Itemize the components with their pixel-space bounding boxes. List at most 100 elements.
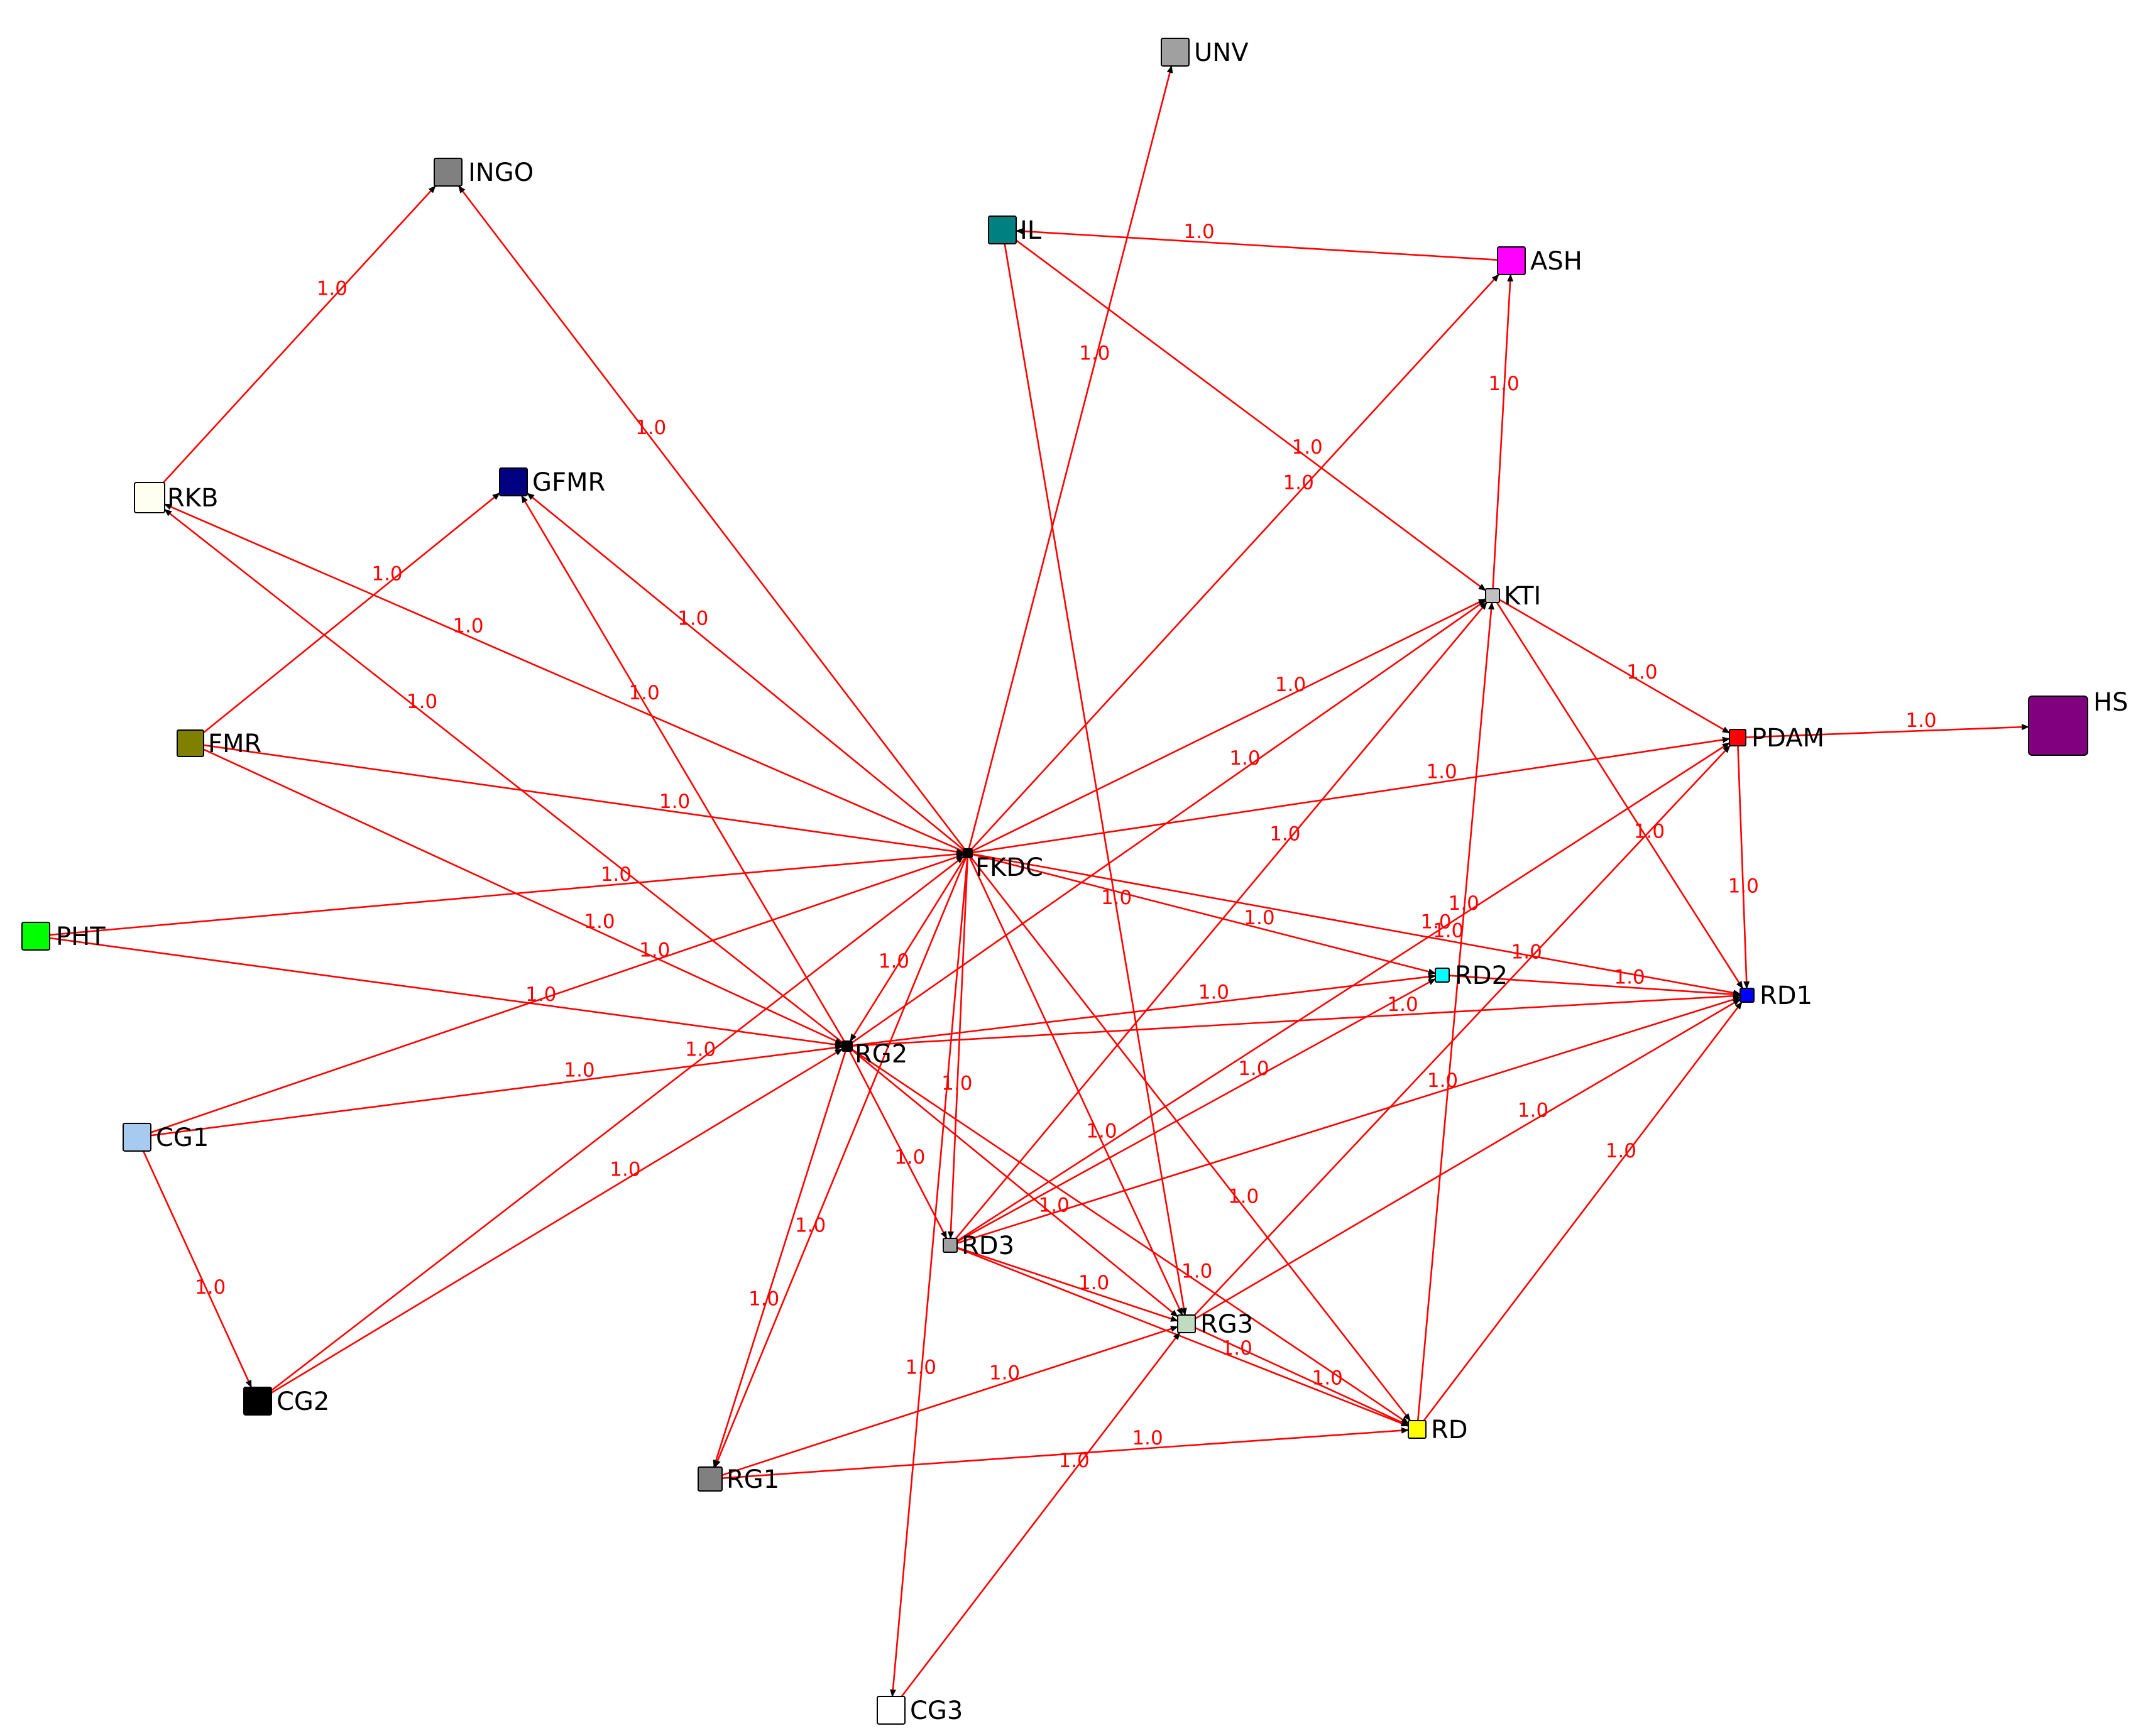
node-box-pht[interactable] [21,922,50,951]
edge-weight-label: 1.0 [584,910,615,933]
edge-weight-label: 1.0 [1132,1427,1163,1449]
node-box-gfmr[interactable] [499,467,528,496]
node-rg2[interactable]: RG2 [841,1040,907,1069]
edge-weight-label: 1.0 [1078,1272,1109,1294]
node-rd1[interactable]: RD1 [1739,981,1812,1010]
edge-weight-label: 1.0 [1283,471,1314,494]
edge-weight-label: 1.0 [1387,993,1418,1016]
node-box-hs[interactable] [2028,696,2088,756]
node-label-rg1: RG1 [726,1465,779,1494]
node-label-rd: RD [1431,1416,1468,1444]
edge-weight-label: 1.0 [1058,1449,1089,1472]
node-rd[interactable]: RD [1408,1416,1468,1444]
node-cg3[interactable]: CG3 [877,1696,963,1725]
node-box-pdam[interactable] [1729,729,1746,746]
edge-fkdc-to-pdam [972,736,1730,854]
node-label-rd2: RD2 [1455,961,1508,990]
node-fkdc[interactable]: FKDC [963,848,1043,882]
node-label-pht: PHT [56,922,106,951]
node-cg1[interactable]: CG1 [123,1123,209,1152]
node-box-il[interactable] [988,216,1017,244]
node-rd2[interactable]: RD2 [1435,961,1508,990]
edge-kti-to-rd1 [1496,602,1744,989]
node-label-pdam: PDAM [1751,724,1824,753]
edge-weight-label: 1.0 [195,1276,226,1299]
node-ash[interactable]: ASH [1497,246,1582,276]
edge-weight-label: 1.0 [677,608,708,630]
node-box-rd1[interactable] [1739,988,1755,1003]
edge-rg2-to-gfmr [520,495,845,1042]
node-unv[interactable]: UNV [1161,38,1249,67]
edge-kti-to-pdam [1499,599,1730,734]
edge-weight-label: 1.0 [1426,761,1457,783]
edge-rg3-to-rd1 [1195,998,1741,1319]
node-ingo[interactable]: INGO [434,158,534,187]
edge-fkdc-to-rg3 [969,857,1183,1316]
edge-weight-label: 1.0 [1312,1367,1343,1390]
edge-fkdc-to-rd3 [947,857,968,1239]
node-label-fkdc: FKDC [975,853,1043,882]
edge-weight-label: 1.0 [1101,887,1132,909]
node-rg3[interactable]: RG3 [1177,1310,1253,1339]
node-box-rd[interactable] [1408,1420,1427,1439]
node-box-rd2[interactable] [1435,968,1450,983]
edge-fmr-to-fkdc [203,744,964,855]
node-box-rkb[interactable] [134,482,165,513]
edge-weight-label: 1.0 [610,1159,640,1181]
edge-weight-label: 1.0 [1449,892,1479,915]
edge-weight-label: 1.0 [371,563,402,586]
node-label-cg3: CG3 [910,1696,963,1725]
node-gfmr[interactable]: GFMR [499,467,605,497]
node-box-rg1[interactable] [698,1466,723,1492]
node-box-rd3[interactable] [943,1238,958,1253]
edge-weight-label: 1.0 [564,1059,594,1082]
edge-fkdc-to-cg3 [889,857,968,1697]
node-box-kti[interactable] [1485,588,1500,603]
edge-weight-label: 1.0 [635,417,666,439]
node-box-cg3[interactable] [877,1696,906,1725]
node-box-ash[interactable] [1497,246,1526,275]
node-box-fkdc[interactable] [963,848,973,858]
edge-weight-label: 1.0 [1606,1140,1636,1162]
edge-weight-label: 1.0 [989,1362,1020,1384]
node-label-unv: UNV [1194,38,1249,67]
node-label-hs: HS [2093,688,2128,717]
edge-fkdc-to-rd2 [972,853,1436,975]
node-box-rg2[interactable] [841,1040,853,1052]
node-hs[interactable]: HS [2028,688,2128,756]
edge-fkdc-to-rd1 [972,853,1741,996]
edge-weight-label: 1.0 [795,1214,826,1236]
node-il[interactable]: IL [988,216,1042,245]
node-rkb[interactable]: RKB [134,482,218,513]
node-pdam[interactable]: PDAM [1729,724,1824,753]
edge-weight-label: 1.0 [1198,981,1229,1003]
edge-pht-to-rg2 [49,937,843,1048]
node-box-cg2[interactable] [243,1387,272,1416]
edge-fmr-to-gfmr [203,492,500,734]
edge-labels-layer: 1.0 1.0 1.0 1.0 1.0 1.0 1.0 1.0 1.0 1.0 1.0 1.0 1.0 1… [195,221,1937,1472]
edge-weight-label: 1.0 [1275,674,1306,696]
node-rd3[interactable]: RD3 [943,1231,1014,1260]
node-rg1[interactable]: RG1 [698,1465,779,1494]
edge-fkdc-to-rd [970,857,1411,1421]
node-pht[interactable]: PHT [21,922,106,951]
edge-weight-label: 1.0 [1427,1069,1458,1092]
node-box-unv[interactable] [1161,38,1190,67]
node-box-fmr[interactable] [177,729,204,757]
node-kti[interactable]: KTI [1485,582,1541,611]
node-cg2[interactable]: CG2 [243,1387,329,1416]
node-label-rd3: RD3 [961,1231,1014,1260]
node-label-rkb: RKB [167,484,218,513]
node-box-rg3[interactable] [1177,1314,1196,1333]
edge-rg3-to-rd [1195,1327,1409,1426]
edge-rg2-to-rkb [164,508,843,1043]
edge-weight-label: 1.0 [941,1073,972,1095]
edge-weight-label: 1.0 [1511,941,1542,963]
node-box-cg1[interactable] [123,1123,151,1152]
node-label-rg2: RG2 [855,1040,907,1069]
edge-rg2-to-rg1 [713,1051,846,1468]
node-fmr[interactable]: FMR [177,729,261,758]
node-box-ingo[interactable] [434,158,463,187]
edge-rg2-to-kti [852,599,1486,1044]
